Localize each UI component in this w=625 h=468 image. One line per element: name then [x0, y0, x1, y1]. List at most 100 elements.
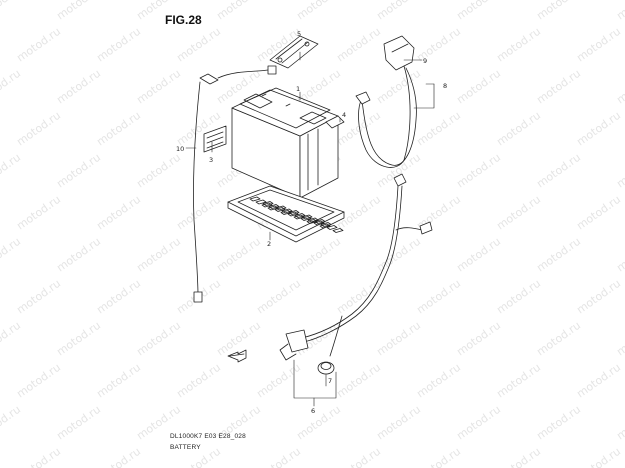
battery-positive-cable	[355, 35, 417, 168]
watermark-text: motod.ru	[254, 277, 303, 317]
watermark-text: motod.ru	[174, 361, 223, 401]
callout-9: 9	[423, 57, 427, 65]
watermark-text: motod.ru	[14, 193, 63, 233]
watermark-text: motod.ru	[14, 277, 63, 317]
watermark-text: motod.ru	[54, 235, 103, 275]
watermark-text: motod.ru	[134, 0, 183, 22]
watermark-text: motod.ru	[294, 403, 343, 443]
tray-hole	[306, 219, 318, 224]
watermark-text: motod.ru	[334, 277, 383, 317]
terminal-cover-small	[325, 115, 345, 129]
watermark-text: motod.ru	[14, 361, 63, 401]
watermark-text: motod.ru	[494, 25, 543, 65]
watermark-text: motod.ru	[574, 445, 623, 468]
watermark-text: motod.ru	[294, 235, 343, 275]
tray-hole	[288, 210, 300, 215]
watermark-text: motod.ru	[414, 445, 463, 468]
watermark-text: motod.ru	[14, 25, 63, 65]
watermark-text: motod.ru	[614, 319, 625, 359]
watermark-text: motod.ru	[94, 109, 143, 149]
watermark-text: motod.ru	[254, 445, 303, 468]
watermark-text: motod.ru	[54, 151, 103, 191]
watermark-text: motod.ru	[454, 403, 503, 443]
watermark-text: motod.ru	[294, 0, 343, 22]
watermark-text: motod.ru	[134, 151, 183, 191]
watermark-text: motod.ru	[94, 277, 143, 317]
watermark-text: motod.ru	[374, 0, 423, 22]
front-direction-arrow-icon	[227, 349, 247, 363]
callout-1: 1	[296, 85, 300, 93]
watermark-text: motod.ru	[0, 0, 23, 22]
figure-title: FIG.28	[165, 13, 202, 27]
tray-hole	[326, 225, 338, 230]
watermark-text: motod.ru	[614, 151, 625, 191]
watermark-text: motod.ru	[294, 67, 343, 107]
watermark-text: motod.ru	[574, 277, 623, 317]
watermark-text: motod.ru	[454, 319, 503, 359]
callout-8: 8	[443, 82, 447, 90]
tray-hole	[261, 202, 273, 208]
watermark-text: motod.ru	[54, 67, 103, 107]
watermark-text: motod.ru	[54, 0, 103, 22]
tray-hole	[307, 217, 319, 223]
callout-5: 5	[297, 30, 301, 38]
watermark-text: motod.ru	[0, 151, 23, 191]
watermark-text: motod.ru	[534, 235, 583, 275]
watermark-text: motod.ru	[134, 319, 183, 359]
watermark-text: motod.ru	[414, 25, 463, 65]
watermark-text: motod.ru	[334, 25, 383, 65]
tray-hole	[280, 210, 292, 215]
tray-hole	[314, 219, 326, 224]
tray-hole	[301, 214, 313, 220]
watermark-text: motod.ru	[614, 67, 625, 107]
watermark-text: motod.ru	[414, 277, 463, 317]
watermark-text: motod.ru	[374, 235, 423, 275]
tray-hole	[294, 213, 306, 218]
watermark-text: motod.ru	[534, 0, 583, 22]
watermark-text: motod.ru	[174, 25, 223, 65]
watermark-text: motod.ru	[0, 67, 23, 107]
watermark-text: motod.ru	[94, 445, 143, 468]
tray-hole	[281, 208, 293, 214]
watermark-text: motod.ru	[174, 193, 223, 233]
tray-hole	[293, 214, 305, 220]
callout-6: 6	[311, 407, 315, 415]
tray-hole	[287, 211, 299, 217]
watermark-text: motod.ru	[534, 319, 583, 359]
document-code: DL1000K7 E03 E28_028	[170, 433, 246, 440]
watermark-text: motod.ru	[54, 319, 103, 359]
callout-7: 7	[328, 377, 332, 385]
tray-hole	[319, 223, 331, 229]
watermark-text: motod.ru	[494, 193, 543, 233]
callout-3: 3	[209, 156, 213, 164]
tray-hole	[274, 207, 286, 212]
watermark-text: motod.ru	[614, 0, 625, 22]
watermark-text: motod.ru	[94, 193, 143, 233]
watermark-text: motod.ru	[14, 445, 63, 468]
tray-hole	[262, 201, 274, 206]
watermark-text: motod.ru	[574, 25, 623, 65]
battery	[231, 87, 339, 199]
tray-hole	[255, 199, 267, 205]
callout-4: 4	[342, 111, 346, 119]
battery-tray	[227, 185, 345, 243]
watermark-text: motod.ru	[0, 235, 23, 275]
tray-hole	[300, 216, 312, 221]
watermark-text: motod.ru	[414, 109, 463, 149]
callout-10: 10	[176, 145, 184, 153]
tray-hole	[249, 196, 261, 202]
watermark-text: motod.ru	[374, 403, 423, 443]
watermark-text: motod.ru	[494, 361, 543, 401]
watermark-text: motod.ru	[54, 403, 103, 443]
watermark-text: motod.ru	[214, 319, 263, 359]
leader-lines	[185, 51, 435, 407]
watermark-text: motod.ru	[14, 109, 63, 149]
callout-2: 2	[267, 240, 271, 248]
tray-hole	[320, 222, 332, 227]
watermark-text: motod.ru	[454, 0, 503, 22]
watermark-text: motod.ru	[574, 193, 623, 233]
watermark-text: motod.ru	[94, 361, 143, 401]
watermark-text: motod.ru	[614, 235, 625, 275]
